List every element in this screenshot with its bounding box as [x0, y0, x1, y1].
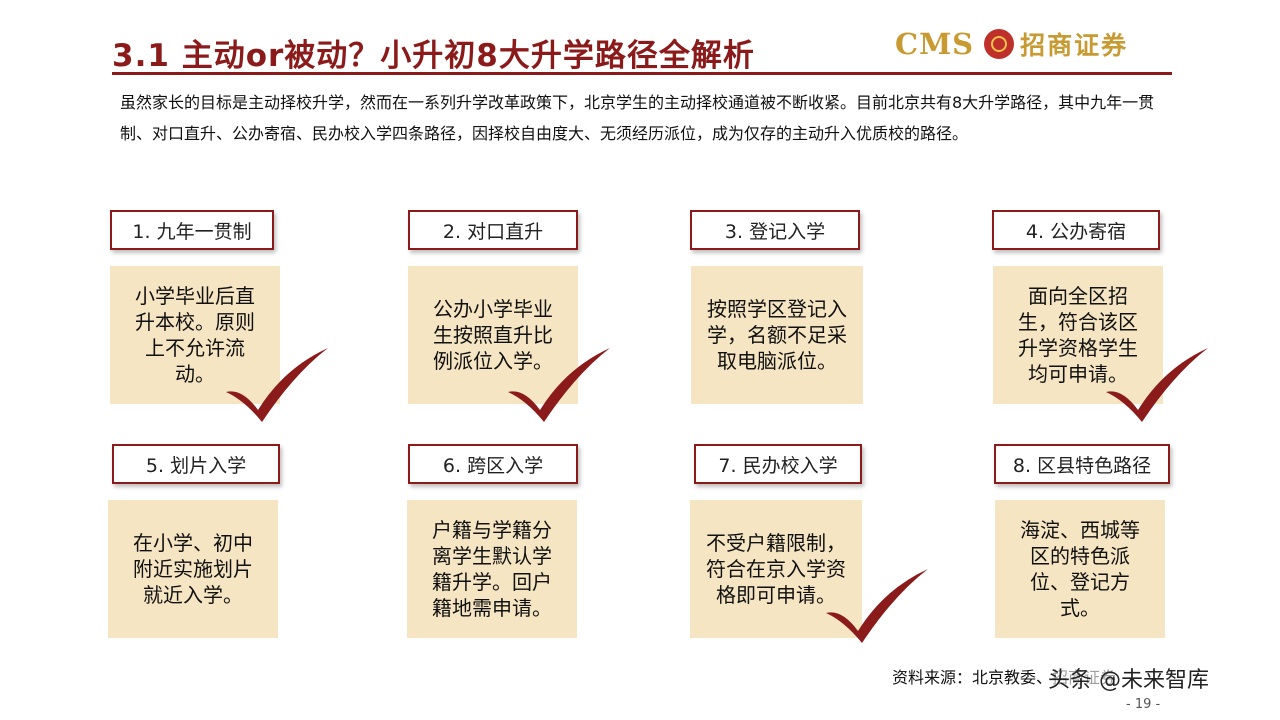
path-label-4: 4. 公办寄宿 [992, 210, 1160, 250]
path-label-7: 7. 民办校入学 [694, 444, 862, 484]
page-title: 3.1 主动or被动？小升初8大升学路径全解析 [112, 38, 755, 74]
path-card-8: 海淀、西城等区的特色派位、登记方式。 [995, 500, 1165, 638]
title-underline [112, 72, 1172, 75]
path-card-1: 小学毕业后直升本校。原则上不允许流动。 [110, 266, 280, 404]
path-label-3: 3. 登记入学 [690, 210, 860, 250]
path-label-1: 1. 九年一贯制 [110, 210, 274, 250]
checkmark-icon [1106, 348, 1208, 422]
logo-chinese: 招商证券 [1020, 31, 1129, 60]
path-label-6: 6. 跨区入学 [408, 444, 578, 484]
path-label-8: 8. 区县特色路径 [994, 444, 1170, 484]
path-card-6: 户籍与学籍分离学生默认学籍升学。回户籍地需申请。 [407, 500, 577, 638]
logo-latin: CMS [895, 27, 975, 61]
page-number: - 19 - [1126, 697, 1161, 712]
intro-paragraph: 虽然家长的目标是主动择校升学，然而在一系列升学改革政策下，北京学生的主动择校通道… [120, 93, 1155, 143]
path-card-2: 公办小学毕业生按照直升比例派位入学。 [408, 266, 578, 404]
checkmark-icon [508, 348, 610, 422]
path-label-5: 5. 划片入学 [112, 444, 280, 484]
path-label-2: 2. 对口直升 [408, 210, 578, 250]
checkmark-icon [226, 348, 328, 422]
watermark: 头条 @未来智库 [1048, 662, 1209, 694]
path-card-3: 按照学区登记入学，名额不足采取电脑派位。 [691, 266, 863, 404]
path-card-4: 面向全区招生，符合该区升学资格学生均可申请。 [993, 266, 1163, 404]
cms-logo: CMS 招商证券 [895, 26, 1128, 62]
logo-emblem-icon [984, 29, 1015, 59]
checkmark-icon [826, 569, 928, 643]
path-card-5: 在小学、初中附近实施划片就近入学。 [108, 500, 278, 638]
